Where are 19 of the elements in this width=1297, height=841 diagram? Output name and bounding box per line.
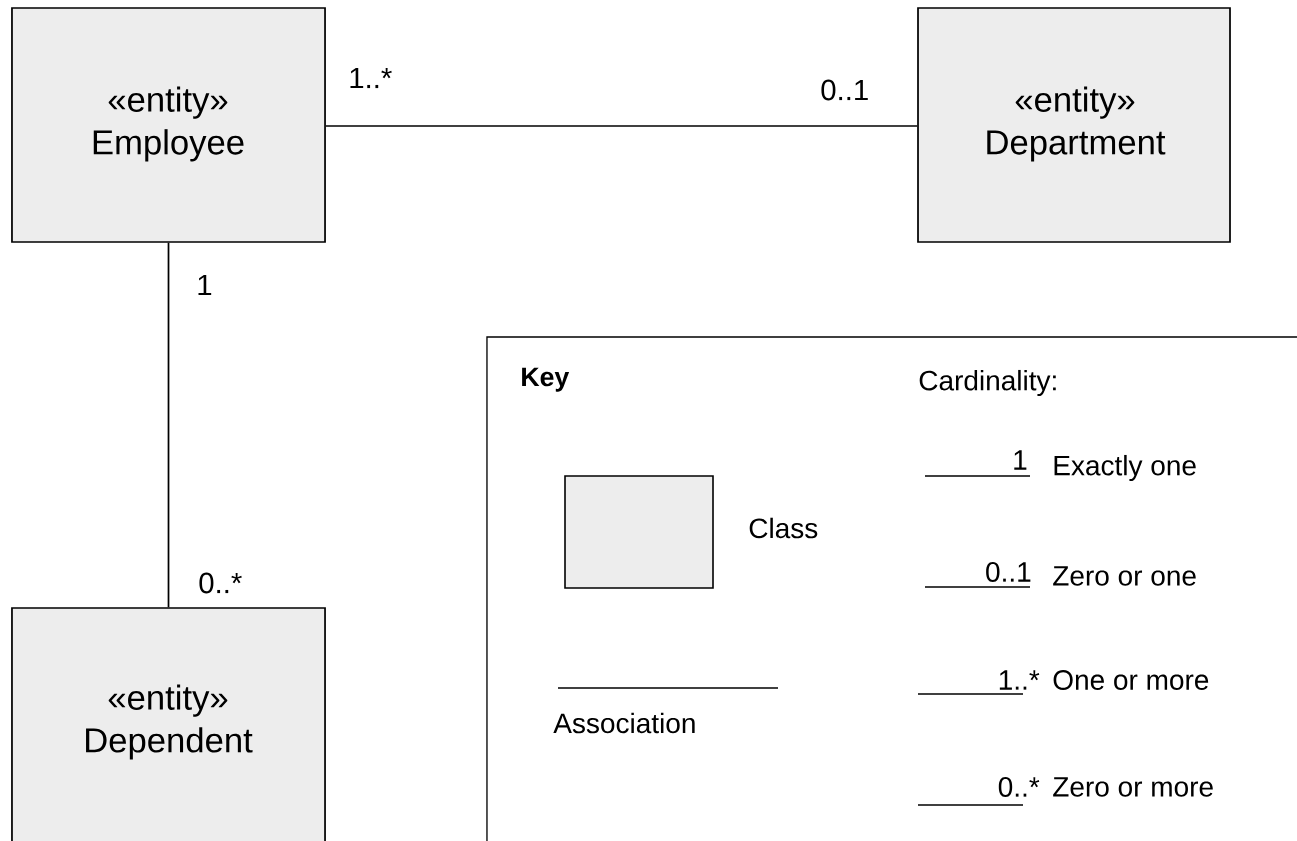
entity-box: «entity» Department	[917, 7, 1231, 243]
legend-label: Association	[553, 712, 695, 734]
multiplicity: 1..*	[999, 670, 1040, 690]
legend-label: Class	[749, 517, 818, 539]
multiplicity: 1	[1014, 450, 1027, 470]
multiplicity: 1	[198, 274, 212, 296]
multiplicity: 0..1	[821, 79, 868, 101]
association-line	[167, 242, 170, 608]
multiplicity: 0..1	[986, 562, 1031, 582]
class-symbol	[564, 475, 714, 589]
cardinality-description: Zero or one	[1053, 566, 1196, 586]
cardinality-description: Zero or more	[1053, 777, 1213, 797]
association-line	[325, 125, 918, 127]
legend-heading: Cardinality:	[919, 369, 1056, 397]
entity-box: «entity» Employee	[11, 7, 326, 243]
cardinality-description: One or more	[1053, 670, 1209, 690]
entity-box: «entity» Dependent	[11, 607, 326, 841]
multiplicity: 0..*	[998, 777, 1040, 797]
cardinality-description: Exactly one	[1054, 454, 1196, 482]
